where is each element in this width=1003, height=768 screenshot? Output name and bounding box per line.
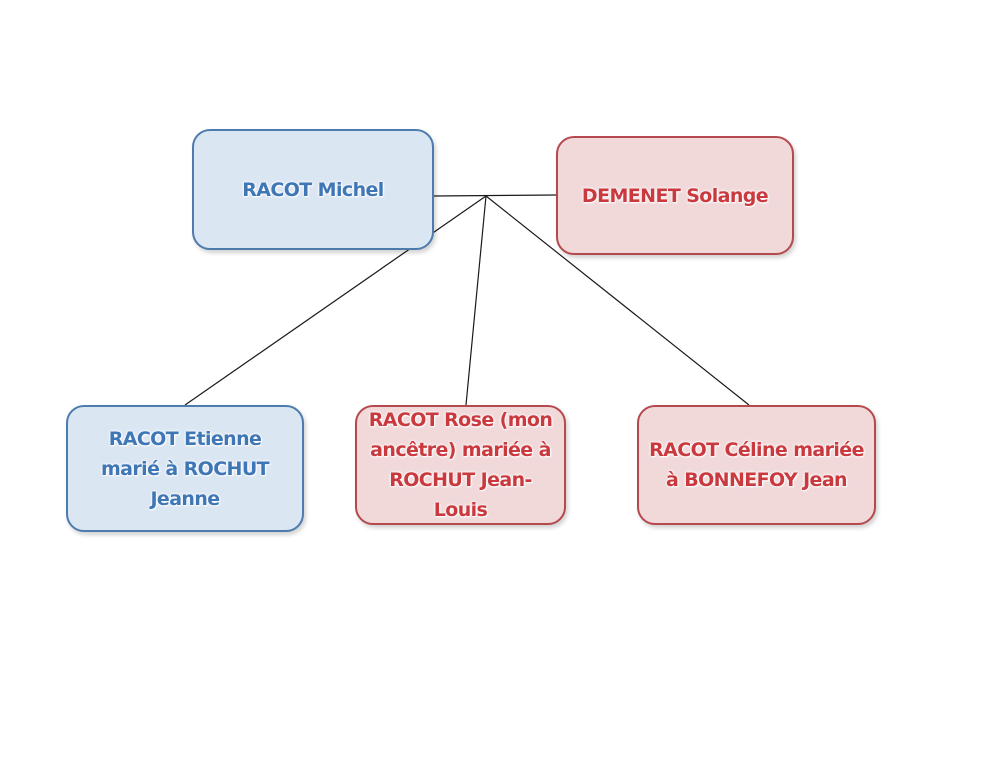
descent-line-celine: [485, 195, 750, 406]
marriage-line: [433, 194, 557, 197]
person-label: RACOT Céline mariée à BONNEFOY Jean: [649, 439, 864, 491]
person-box-racot-etienne: RACOT Etienne marié à ROCHUT Jeanne: [66, 405, 304, 532]
descent-line-rose: [465, 195, 487, 406]
person-box-racot-michel: RACOT Michel: [192, 129, 434, 250]
person-label: RACOT Etienne marié à ROCHUT Jeanne: [100, 427, 270, 510]
person-label: RACOT Michel: [242, 178, 384, 201]
descent-line-etienne: [184, 195, 487, 406]
person-label: RACOT Rose (mon ancêtre) mariée à ROCHUT…: [368, 409, 553, 521]
person-box-racot-celine: RACOT Céline mariée à BONNEFOY Jean: [637, 405, 876, 525]
person-box-racot-rose: RACOT Rose (mon ancêtre) mariée à ROCHUT…: [355, 405, 566, 525]
person-label: DEMENET Solange: [581, 184, 769, 207]
person-box-demenet-solange: DEMENET Solange: [556, 136, 794, 255]
